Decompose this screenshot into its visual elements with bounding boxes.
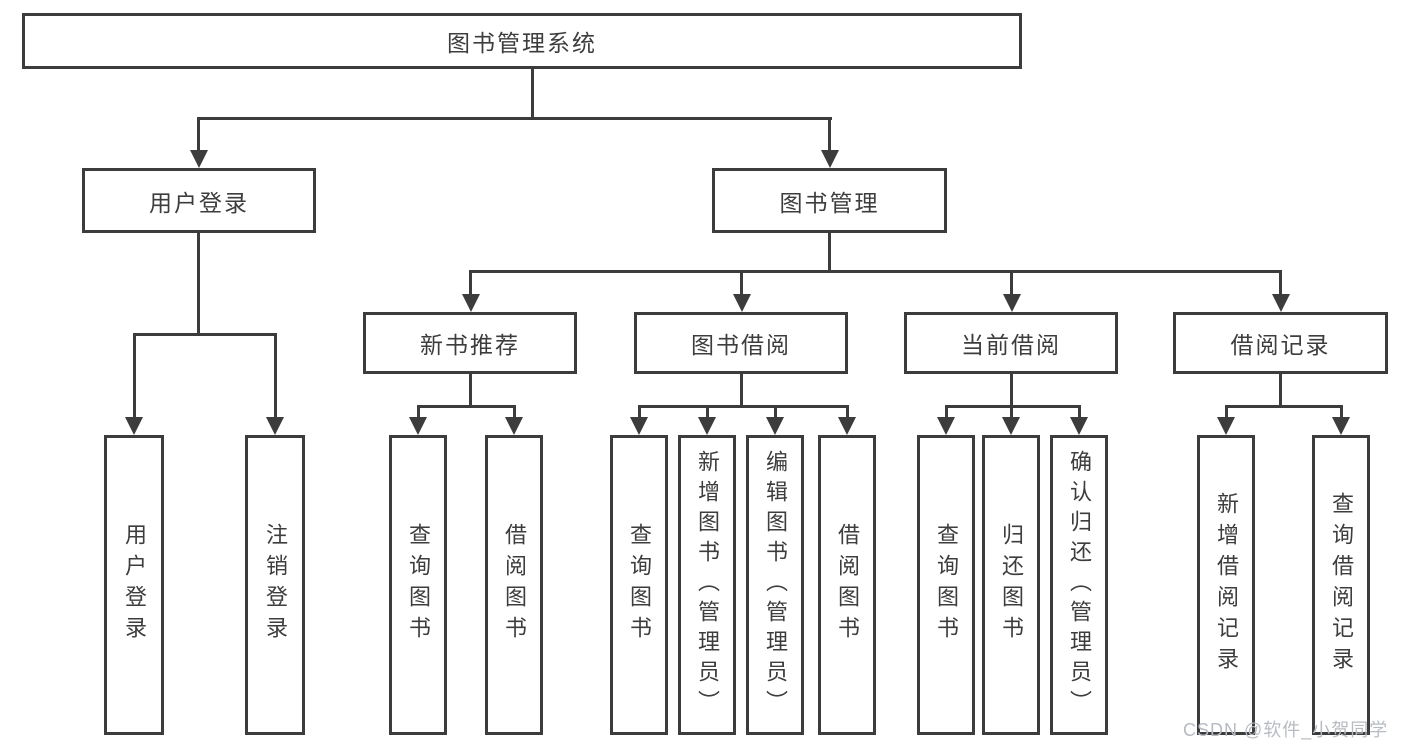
connector-line [1340, 405, 1343, 421]
node-br-query-record: 查询借阅记录 [1312, 435, 1370, 735]
node-root: 图书管理系统 [22, 13, 1022, 69]
connector-line [274, 333, 277, 419]
connector-line [469, 374, 472, 408]
arrowhead-down [838, 417, 856, 435]
node-book-borrow: 图书借阅 [634, 312, 848, 374]
arrowhead-down [630, 417, 648, 435]
arrowhead-down [1070, 417, 1088, 435]
connector-line [846, 405, 849, 421]
node-login-label: 用户登录 [122, 523, 147, 647]
connector-line [513, 405, 516, 421]
arrowhead-down [505, 417, 523, 435]
arrowhead-down [266, 417, 284, 435]
connector-line [197, 233, 200, 336]
arrowhead-down [1217, 417, 1235, 435]
node-current-borrow: 当前借阅 [904, 312, 1118, 374]
node-user-login: 用户登录 [82, 168, 316, 233]
node-bb-query-book: 查询图书 [610, 435, 668, 735]
csdn-watermark: CSDN @软件_小贺同学 [1183, 720, 1389, 740]
node-cb-query-book: 查询图书 [917, 435, 975, 735]
node-new-book-recommend: 新书推荐 [363, 312, 577, 374]
arrowhead-down [190, 150, 208, 168]
connector-line [706, 405, 709, 421]
node-bb-add-book: 新增图书（管理员） [678, 435, 736, 735]
arrowhead-down [125, 417, 143, 435]
connector-line [1010, 405, 1013, 421]
node-br-add-record-label: 新增借阅记录 [1214, 492, 1239, 678]
node-bb-borrow-book: 借阅图书 [818, 435, 876, 735]
arrowhead-down [1332, 417, 1350, 435]
node-bb-add-book-label: 新增图书（管理员） [695, 450, 720, 720]
node-current-borrow-label: 当前借阅 [961, 332, 1061, 358]
connector-line [1010, 270, 1013, 296]
node-borrow-records-label: 借阅记录 [1230, 332, 1331, 358]
node-new-book-recommend-label: 新书推荐 [420, 332, 520, 358]
connector-line [638, 405, 641, 421]
node-bb-query-book-label: 查询图书 [627, 523, 652, 647]
node-nbr-query-book: 查询图书 [389, 435, 447, 735]
node-root-label: 图书管理系统 [447, 30, 597, 56]
arrowhead-down [821, 150, 839, 168]
connector-line [774, 405, 777, 421]
arrowhead-down [1003, 294, 1021, 312]
node-logout-label: 注销登录 [263, 523, 288, 647]
connector-line [638, 405, 849, 408]
connector-line [1225, 405, 1228, 421]
node-nbr-borrow-book: 借阅图书 [485, 435, 543, 735]
arrowhead-down [409, 417, 427, 435]
node-logout: 注销登录 [245, 435, 305, 735]
node-borrow-records: 借阅记录 [1173, 312, 1388, 374]
connector-line [740, 374, 743, 408]
node-login: 用户登录 [104, 435, 164, 735]
node-br-query-record-label: 查询借阅记录 [1329, 492, 1354, 678]
node-user-login-label: 用户登录 [149, 189, 249, 216]
connector-line [133, 333, 277, 336]
connector-line [945, 405, 1081, 408]
connector-line [945, 405, 948, 421]
connector-line [1225, 405, 1343, 408]
connector-line [469, 270, 472, 296]
node-cb-return-book: 归还图书 [982, 435, 1040, 735]
arrowhead-down [766, 417, 784, 435]
arrowhead-down [1272, 294, 1290, 312]
arrowhead-down [698, 417, 716, 435]
node-cb-confirm-return-label: 确认归还（管理员） [1067, 450, 1092, 720]
connector-line [1010, 374, 1013, 408]
node-cb-query-book-label: 查询图书 [934, 523, 959, 647]
node-bb-edit-book-label: 编辑图书（管理员） [763, 450, 788, 720]
node-nbr-borrow-book-label: 借阅图书 [502, 523, 527, 647]
node-book-management-label: 图书管理 [779, 189, 880, 216]
connector-line [197, 117, 832, 120]
connector-line [531, 69, 534, 119]
node-book-borrow-label: 图书借阅 [691, 332, 791, 358]
arrowhead-down [462, 294, 480, 312]
node-cb-return-book-label: 归还图书 [999, 523, 1024, 647]
connector-line [828, 117, 831, 153]
connector-line [1078, 405, 1081, 421]
connector-line [1279, 270, 1282, 296]
connector-line [1279, 374, 1282, 408]
connector-line [469, 270, 1282, 273]
node-bb-edit-book: 编辑图书（管理员） [746, 435, 804, 735]
arrowhead-down [733, 294, 751, 312]
connector-line [197, 117, 200, 153]
node-br-add-record: 新增借阅记录 [1197, 435, 1255, 735]
connector-line [417, 405, 420, 421]
connector-line [133, 333, 136, 419]
connector-line [828, 233, 831, 273]
node-nbr-query-book-label: 查询图书 [406, 523, 431, 647]
arrowhead-down [1002, 417, 1020, 435]
node-book-management: 图书管理 [712, 168, 947, 233]
connector-line [740, 270, 743, 296]
node-bb-borrow-book-label: 借阅图书 [835, 523, 860, 647]
connector-line [417, 405, 516, 408]
node-cb-confirm-return: 确认归还（管理员） [1050, 435, 1108, 735]
arrowhead-down [937, 417, 955, 435]
